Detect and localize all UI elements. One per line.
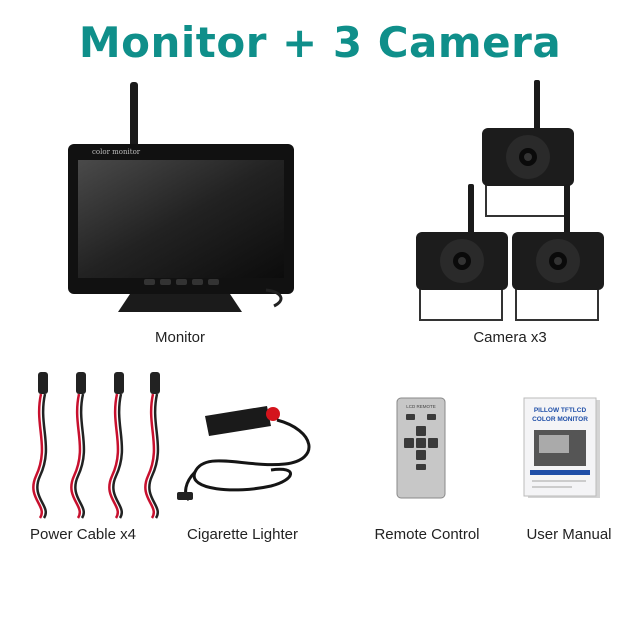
remote-dpad-right [428,438,438,448]
manual-cover-line [532,480,586,482]
lighter-product [175,390,325,510]
manual-cover-screen [539,435,569,453]
power-cable-icon [144,372,160,519]
monitor-antenna [130,82,138,150]
manual-label: User Manual [526,526,612,543]
manual-cover-subtitle: COLOR MONITOR [532,416,588,423]
cigarette-lighter-image [177,406,311,502]
power-cables-image [32,372,160,519]
remote-dpad-down [416,450,426,460]
cameras-product [410,78,610,328]
lighter-plug [205,406,271,436]
remote-product: LCD REMOTE [395,396,447,500]
monitor-image: color monitor [68,82,294,312]
remote-label: Remote Control [374,526,480,543]
power-cable-icon [32,372,48,519]
camera-icon [482,80,574,217]
monitor-stand [118,294,242,312]
user-manual-image: PILLOW TFTLCD COLOR MONITOR [523,397,600,498]
monitor-button [176,279,187,285]
remote-button [427,414,436,420]
cables-label: Power Cable x4 [30,526,136,543]
monitor-button [160,279,171,285]
lighter-indicator [266,407,280,421]
monitor-screen [78,160,284,278]
manual-product: PILLOW TFTLCD COLOR MONITOR [522,396,602,500]
cables-product [10,366,170,522]
monitor-button [144,279,155,285]
cameras-image [416,80,604,321]
camera-icon [416,184,508,321]
remote-brand-text: LCD REMOTE [406,404,436,409]
remote-button [406,414,415,420]
monitor-button [192,279,203,285]
manual-cover-title: PILLOW TFTLCD [534,407,587,414]
remote-control-image: LCD REMOTE [396,397,446,499]
camera-icon [512,184,604,321]
lighter-cable [192,418,311,492]
cameras-label: Camera x3 [473,329,547,346]
lighter-label: Cigarette Lighter [187,526,298,543]
manual-cover-line [532,486,572,488]
monitor-label: Monitor [154,329,206,346]
remote-dpad-left [404,438,414,448]
power-cable-icon [70,372,86,519]
power-cable-icon [108,372,124,519]
lighter-dc-plug [177,492,193,500]
manual-cover-band [530,470,590,475]
remote-button [416,464,426,470]
remote-dpad-up [416,426,426,436]
monitor-cable [265,288,283,308]
page-title: Monitor + 3 Camera [78,18,562,67]
monitor-product: color monitor [60,78,300,328]
monitor-button [208,279,219,285]
remote-dpad-center [416,438,426,448]
monitor-brand-text: color monitor [92,148,141,156]
